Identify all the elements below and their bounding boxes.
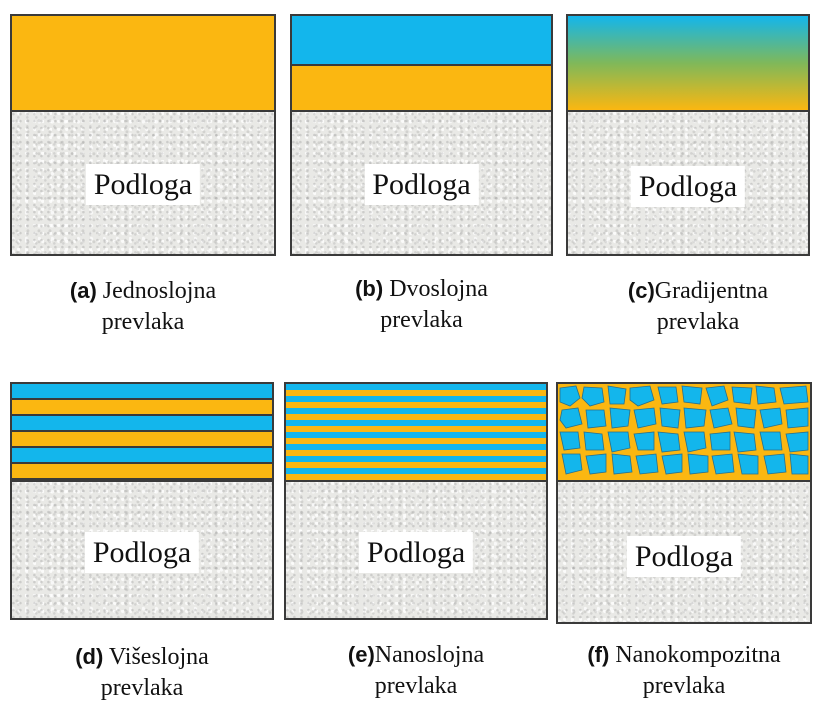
nanocomposite-coating [558, 384, 810, 482]
substrate-label: Podloga [85, 164, 201, 205]
caption-tag: (d) [75, 644, 104, 669]
caption-tag: (c) [627, 278, 655, 303]
caption-tag: (e) [347, 642, 375, 667]
substrate: Podloga [292, 112, 551, 254]
substrate-label: Podloga [630, 166, 746, 207]
caption-double-layer: (b) Dvoslojna prevlaka [290, 274, 553, 336]
substrate: Podloga [286, 482, 546, 618]
caption-gradient: (c)Gradijentna prevlaka [576, 276, 820, 338]
bottom-layer-yellow [292, 66, 551, 112]
panel-multilayer: Podloga [10, 382, 274, 620]
caption-title: Nanoslojna [374, 642, 485, 668]
caption-nanocomposite: (f) Nanokompozitna prevlaka [556, 640, 812, 702]
caption-nanolayer: (e)Nanoslojna prevlaka [284, 640, 548, 702]
caption-multilayer: (d) Višeslojna prevlaka [10, 642, 274, 704]
substrate: Podloga [558, 482, 810, 622]
caption-subtitle: prevlaka [656, 309, 740, 336]
nanolayer-coating [286, 384, 546, 482]
substrate-label: Podloga [84, 532, 200, 573]
panel-nanolayer: Podloga [284, 382, 548, 620]
gradient-coating [568, 16, 808, 112]
caption-title: Višeslojna [108, 644, 209, 670]
panel-single-layer: Podloga [10, 14, 276, 256]
caption-title: Jednoslojna [102, 278, 217, 304]
substrate: Podloga [568, 112, 808, 254]
caption-title: Dvoslojna [389, 276, 488, 302]
caption-subtitle: prevlaka [101, 309, 185, 336]
caption-tag: (f) [587, 642, 610, 667]
caption-single-layer: (a) Jednoslojna prevlaka [10, 276, 276, 338]
single-layer-coating [12, 16, 274, 112]
caption-subtitle: prevlaka [642, 673, 726, 700]
caption-tag: (b) [355, 276, 384, 301]
substrate: Podloga [12, 112, 274, 254]
substrate-label: Podloga [358, 532, 474, 573]
panel-gradient: Podloga [566, 14, 810, 256]
panel-double-layer: Podloga [290, 14, 553, 256]
substrate-label: Podloga [364, 164, 479, 205]
caption-title: Nanokompozitna [615, 642, 781, 668]
multilayer-coating [12, 384, 272, 482]
nanocomposite-grains [559, 385, 809, 475]
caption-title: Gradijentna [654, 278, 769, 304]
caption-tag: (a) [69, 278, 97, 303]
caption-subtitle: prevlaka [100, 675, 184, 702]
caption-subtitle: prevlaka [374, 673, 458, 700]
caption-subtitle: prevlaka [380, 307, 463, 334]
top-layer-blue [292, 16, 551, 66]
substrate: Podloga [12, 482, 272, 618]
panel-nanocomposite: Podloga [556, 382, 812, 624]
substrate-label: Podloga [626, 536, 742, 577]
